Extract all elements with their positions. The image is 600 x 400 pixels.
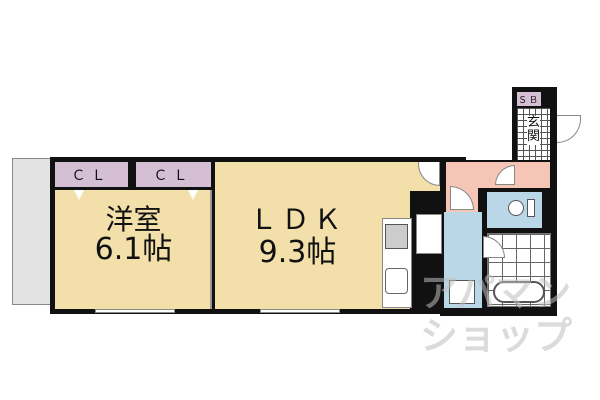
watermark-line-1: アパマン xyxy=(420,271,572,315)
closet-1-door-icon xyxy=(74,190,84,200)
closet-2-door-icon xyxy=(188,190,198,200)
window-western xyxy=(95,309,175,313)
shoe-box: ＳＢ xyxy=(517,92,541,106)
ldk-name: ＬＤＫ xyxy=(249,203,346,236)
balcony xyxy=(12,158,52,305)
western-room-name: 洋室 xyxy=(105,203,162,236)
vanity-icon xyxy=(416,214,442,254)
watermark-line-2: ショップ xyxy=(420,314,573,358)
entrance-label-1: 玄 xyxy=(526,115,540,131)
stove-icon xyxy=(385,224,408,249)
ldk-size: 9.3帖 xyxy=(258,234,337,270)
toilet-icon xyxy=(508,200,524,216)
western-room-label: 洋室 6.1帖 xyxy=(55,205,212,266)
sink-icon xyxy=(385,268,408,294)
front-door[interactable] xyxy=(557,115,581,143)
closet-1: ＣＬ xyxy=(55,162,128,187)
closet-2-label: ＣＬ xyxy=(153,167,194,184)
western-room xyxy=(55,190,212,309)
ldk-label: ＬＤＫ 9.3帖 xyxy=(215,203,380,270)
closet-1-label: ＣＬ xyxy=(71,167,112,184)
shoe-box-label: ＳＢ xyxy=(517,95,540,106)
closet-2: ＣＬ xyxy=(136,162,211,187)
entrance-label: 玄 関 xyxy=(517,115,550,145)
ldk-room xyxy=(215,162,410,309)
entrance-label-2: 関 xyxy=(526,129,540,145)
bathtub-icon xyxy=(493,281,545,303)
toilet-tank-icon xyxy=(527,199,535,217)
window-ldk xyxy=(260,309,340,313)
western-room-size: 6.1帖 xyxy=(94,232,173,268)
washer-icon xyxy=(449,280,475,304)
